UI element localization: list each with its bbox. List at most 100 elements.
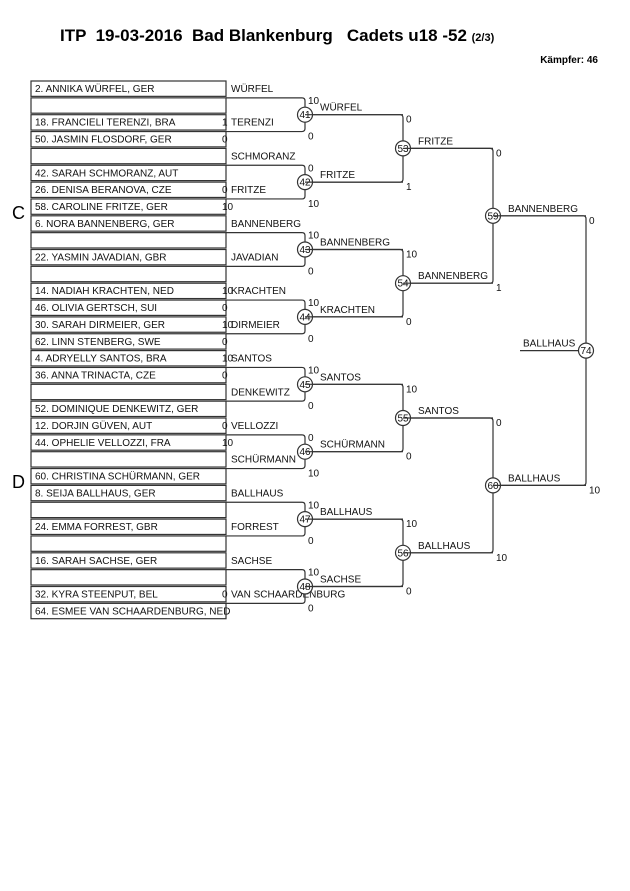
- entry-box: [30, 282, 227, 300]
- match-score-bottom: 1: [496, 283, 502, 294]
- entry-name: 26. DENISA BERANOVA, CZE: [35, 185, 172, 196]
- entry-score: 0: [222, 590, 228, 601]
- entry-box: [30, 114, 227, 131]
- pair-winner-label: FRITZE: [231, 185, 266, 196]
- match-score-top: 10: [308, 500, 320, 511]
- entry-name: 44. OPHELIE VELLOZZI, FRA: [35, 438, 171, 449]
- match-score-bottom: 0: [308, 401, 314, 412]
- entry-name: 16. SARAH SACHSE, GER: [35, 556, 157, 567]
- entry-box: [30, 417, 227, 434]
- match-score-bottom: 0: [308, 536, 314, 547]
- entry-name: 8. SEIJA BALLHAUS, GER: [35, 488, 156, 499]
- match-number: 42: [299, 178, 311, 189]
- pair-winner-label: FORREST: [231, 522, 279, 533]
- match-connector: [403, 147, 494, 284]
- title-part: (2/3): [471, 32, 495, 44]
- match-number: 47: [299, 515, 311, 526]
- entry-box: [30, 333, 227, 350]
- entry-name: 58. CAROLINE FRITZE, GER: [35, 202, 168, 213]
- match-winner-label: BALLHAUS: [418, 541, 471, 552]
- entry-name: 46. OLIVIA GERTSCH, SUI: [35, 303, 157, 314]
- match-score-top: 10: [308, 365, 320, 376]
- entry-box: [30, 569, 227, 586]
- match-score-bottom: 10: [496, 553, 508, 564]
- entry-box: [30, 451, 227, 468]
- match-connector: [403, 417, 494, 554]
- pair-winner-label: SCHÜRMANN: [231, 454, 296, 466]
- entry-score: 10: [222, 438, 234, 449]
- entry-box: [30, 232, 227, 249]
- match-winner-label: SANTOS: [320, 372, 361, 383]
- entry-score: 0: [222, 421, 228, 432]
- entry-box: [30, 299, 227, 316]
- entry-name: 24. EMMA FORREST, GBR: [35, 522, 158, 533]
- entry-box: [30, 501, 227, 519]
- match-score-top: 10: [406, 519, 418, 530]
- entry-name: 62. LINN STENBERG, SWE: [35, 337, 161, 348]
- match-winner-label: WÜRFEL: [320, 102, 363, 114]
- match-number: 41: [299, 110, 311, 121]
- match-winner-label: BALLHAUS: [523, 339, 576, 350]
- entry-box: [30, 164, 227, 182]
- match-score-top: 0: [406, 115, 412, 126]
- match-score-top: 10: [308, 568, 320, 579]
- pair-winner-label: JAVADIAN: [231, 253, 278, 264]
- entry-name: 50. JASMIN FLOSDORF, GER: [35, 135, 172, 146]
- page-title: ITP 19-03-2016 Bad Blankenburg Cadets u1…: [60, 26, 494, 46]
- entry-box: [30, 130, 227, 148]
- entry-box: [30, 518, 227, 536]
- entry-name: 4. ADRYELLY SANTOS, BRA: [35, 354, 167, 365]
- entry-name: 36. ANNA TRINACTA, CZE: [35, 370, 156, 381]
- match-number: 44: [299, 312, 311, 323]
- entry-name: 6. NORA BANNENBERG, GER: [35, 219, 174, 230]
- match-number: 53: [397, 144, 409, 155]
- entry-name: 18. FRANCIELI TERENZI, BRA: [35, 118, 176, 129]
- fighter-count: Kämpfer: 46: [540, 55, 598, 66]
- entry-box: [30, 215, 227, 232]
- match-number: 60: [487, 481, 499, 492]
- match-score-top: 10: [406, 384, 418, 395]
- entry-box: [30, 467, 227, 485]
- entry-name: 2. ANNIKA WÜRFEL, GER: [35, 83, 154, 95]
- entry-name: 42. SARAH SCHMORANZ, AUT: [35, 168, 178, 179]
- match-winner-label: FRITZE: [320, 170, 355, 181]
- entry-box: [30, 602, 227, 620]
- pair-winner-label: BALLHAUS: [231, 488, 284, 499]
- match-winner-label: BANNENBERG: [418, 271, 488, 282]
- match-score-bottom: 0: [406, 587, 412, 598]
- pair-winner-label: SACHSE: [231, 556, 272, 567]
- entry-name: 32. KYRA STEENPUT, BEL: [35, 590, 158, 601]
- entry-box: [30, 80, 227, 97]
- entry-score: 10: [222, 320, 234, 331]
- match-number-circle: [577, 342, 595, 359]
- entry-name: 30. SARAH DIRMEIER, GER: [35, 320, 165, 331]
- match-score-bottom: 10: [308, 469, 320, 480]
- entry-box: [30, 248, 227, 266]
- match-score-bottom: 10: [308, 199, 320, 210]
- entry-score: 10: [222, 202, 234, 213]
- entry-name: 14. NADIAH KRACHTEN, NED: [35, 286, 174, 297]
- pair-winner-label: SCHMORANZ: [231, 151, 295, 162]
- match-score-bottom: 0: [308, 266, 314, 277]
- entry-box: [30, 400, 227, 418]
- entry-name: 64. ESMEE VAN SCHAARDENBURG, NED: [35, 606, 230, 617]
- entry-box: [30, 97, 227, 114]
- entry-name: 22. YASMIN JAVADIAN, GBR: [35, 253, 167, 264]
- match-winner-label: SACHSE: [320, 575, 361, 586]
- match-winner-label: BANNENBERG: [320, 238, 390, 249]
- entry-box: [30, 552, 227, 569]
- entry-box: [30, 366, 227, 384]
- pair-winner-label: VAN SCHAARDENBURG: [231, 590, 345, 601]
- entry-name: 52. DOMINIQUE DENKEWITZ, GER: [35, 404, 198, 415]
- match-winner-label: BALLHAUS: [508, 473, 561, 484]
- entry-score: 0: [222, 185, 228, 196]
- match-score-bottom: 0: [406, 317, 412, 328]
- entry-score: 10: [222, 286, 234, 297]
- entry-score: 1: [222, 118, 228, 129]
- entry-score: 10: [222, 354, 234, 365]
- match-number: 48: [299, 582, 311, 593]
- pair-winner-label: TERENZI: [231, 118, 274, 129]
- entry-box: [30, 350, 227, 367]
- match-score-bottom: 10: [589, 485, 601, 496]
